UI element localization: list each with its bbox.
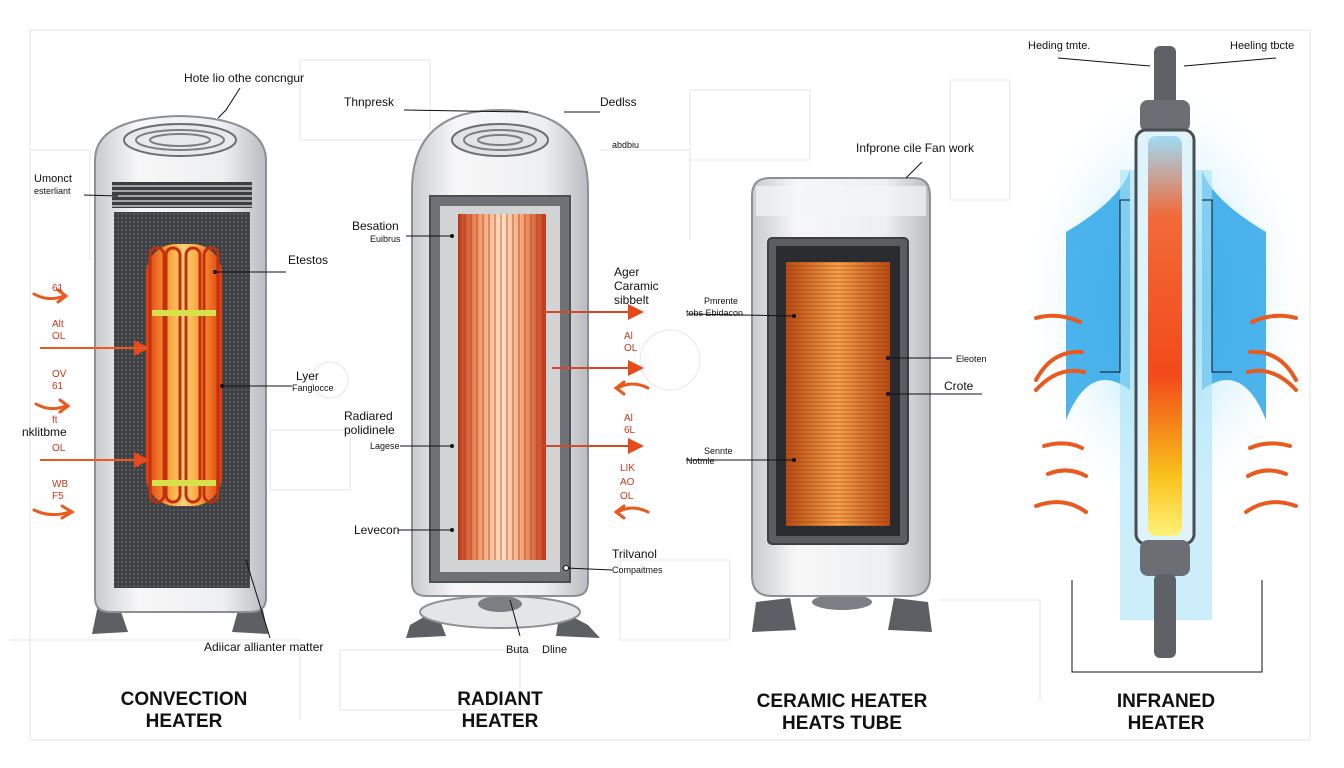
convection-code-5: ft — [52, 415, 58, 426]
radiant-label-right-1b: Caramic — [614, 279, 659, 293]
ceramic-label-left-1b: tobs Ebidacon — [686, 308, 744, 318]
radiant-code-3: 6L — [624, 425, 636, 436]
convection-label-right-2b: Fanglocce — [292, 383, 334, 393]
infrared-top-right: Heeling tbcte — [1230, 40, 1295, 52]
convection-heater — [32, 87, 292, 639]
ceramic-label-left-1a: Pmrente — [704, 296, 739, 306]
convection-label-right-1: Etestos — [288, 253, 329, 267]
heating-filament — [1148, 136, 1182, 536]
radiant-code-1: OL — [624, 343, 638, 354]
blue-wave-right — [1202, 170, 1266, 420]
radiant-code-0: Al — [624, 331, 633, 342]
radiant-label-left-2c: Lagese — [370, 441, 400, 451]
ceramic-title-2: HEATS TUBE — [782, 713, 902, 734]
radiant-title-1: RADIANT — [457, 689, 543, 710]
ceramic-label-left-2b: Notmle — [686, 456, 715, 466]
ceramic-label-left-2a: Sennte — [704, 446, 733, 456]
infrared-title-1: INFRANED — [1116, 691, 1216, 712]
tube-cap-top — [1154, 46, 1176, 106]
radiant-top-vent — [451, 123, 549, 157]
convection-top-label: Hote lio othe concngur — [184, 71, 305, 85]
convection-label-left-1a: Umonct — [34, 173, 72, 185]
infrared-title-2: HEATER — [1127, 713, 1205, 734]
convection-code-6: OL — [52, 443, 66, 454]
convection-label-right-2: Lyer — [296, 369, 319, 383]
radiant-label-right-2b: Compaitmes — [612, 565, 663, 575]
convection-code-7: WB — [52, 479, 69, 490]
heating-coil — [146, 244, 222, 506]
ceramic-label-right-2: Crote — [944, 379, 974, 393]
radiant-label-left-2b: polidinele — [344, 423, 395, 437]
radiant-label-right-2: Trilvanol — [612, 547, 657, 561]
convection-code-3: OV — [52, 369, 67, 380]
convection-title-1: CONVECTION — [120, 689, 248, 710]
convection-label-left-1b: esterliant — [34, 186, 71, 196]
convection-code-4: 61 — [52, 381, 64, 392]
radiant-label-bottom-1: Buta — [506, 644, 529, 656]
radiant-label-left-3: Levecon — [354, 523, 400, 537]
convection-title-2: HEATER — [145, 711, 223, 732]
convection-label-left-side: nklitbme — [22, 425, 67, 439]
radiant-title-2: HEATER — [461, 711, 539, 732]
radiant-label-right-1c: sibbelt — [614, 293, 649, 307]
radiant-code-6: OL — [620, 491, 634, 502]
radiant-label-left-1b: Euibrus — [370, 234, 401, 244]
blue-wave-left — [1066, 170, 1130, 420]
ceramic-label-right-1: Eleoten — [956, 354, 987, 364]
ceramic-top-label: Infprone cile Fan work — [856, 141, 975, 155]
radiant-top-left: Thnpresk — [344, 95, 395, 109]
radiant-code-4: LIK — [620, 463, 636, 474]
convection-code-8: F5 — [52, 491, 64, 502]
infrared-heater — [1016, 46, 1316, 673]
radiant-heater — [398, 108, 650, 638]
ceramic-heater — [686, 161, 982, 632]
top-vent — [123, 123, 237, 157]
ceramic-title-1: CERAMIC HEATER — [756, 691, 928, 712]
radiant-code-5: AO — [620, 477, 635, 488]
radiant-top-right-small: abdbiu — [612, 140, 640, 150]
radiant-code-2: Al — [624, 413, 633, 424]
radiant-label-left-2a: Radiared — [344, 409, 393, 423]
convection-code-2: OL — [52, 331, 66, 342]
tube-cap-bottom — [1154, 574, 1176, 658]
radiant-top-right: Dedlss — [600, 95, 637, 109]
infrared-top-left: Heding tmte. — [1028, 40, 1091, 52]
convection-label-bottom: Adiicar allianter matter — [204, 640, 324, 654]
radiant-label-bottom-2: Dline — [542, 644, 568, 656]
convection-code-0: 61 — [52, 283, 64, 294]
radiant-label-left-1: Besation — [352, 219, 399, 233]
radiant-label-right-1a: Ager — [614, 265, 640, 279]
convection-code-1: Alt — [52, 319, 64, 330]
